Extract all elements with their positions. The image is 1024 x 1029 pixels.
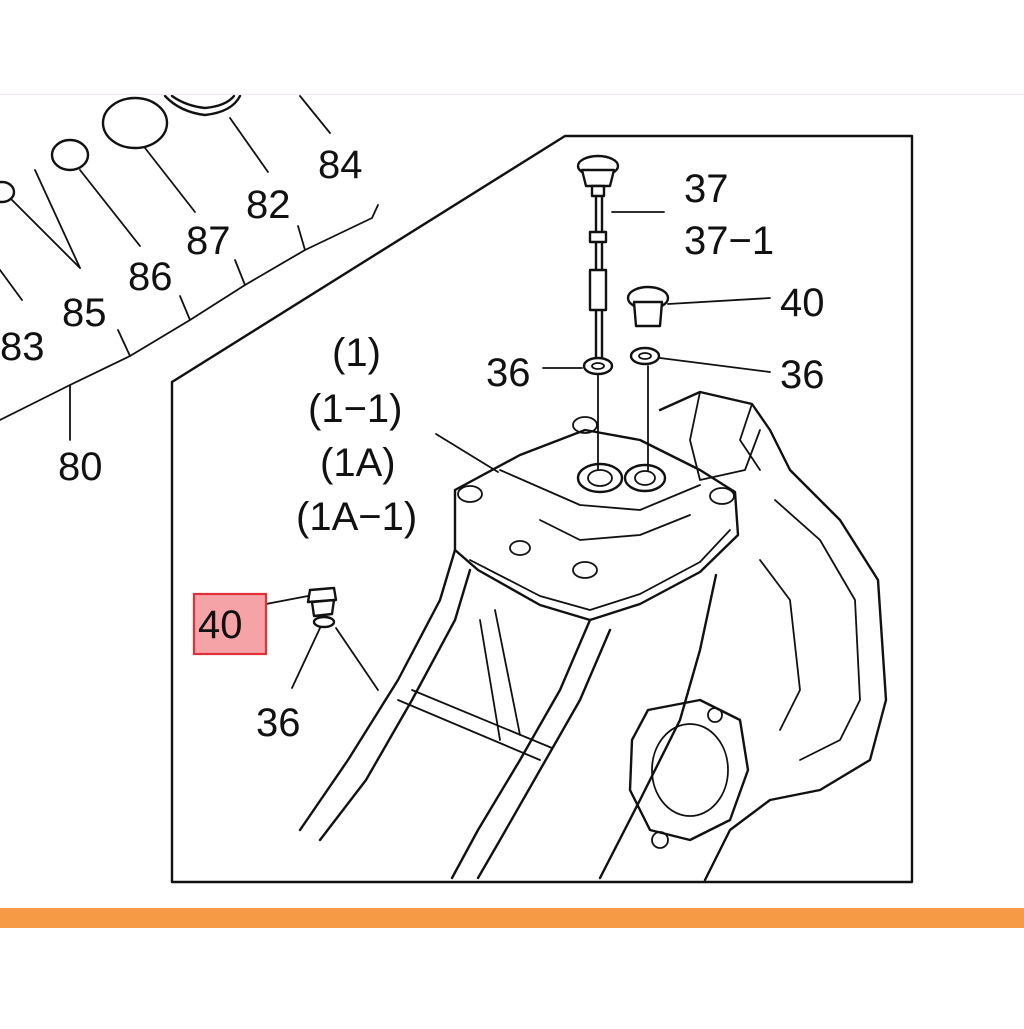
callout-36-left[interactable]: 36: [486, 351, 531, 395]
assembly-bracket: [0, 204, 379, 421]
upper-left-parts: [0, 94, 379, 441]
seal-82: [163, 94, 242, 117]
seat-left: [576, 462, 624, 494]
o-ring-87: [101, 96, 169, 150]
leader-82: [229, 117, 269, 173]
callout-80[interactable]: 80: [58, 445, 103, 489]
callout-1[interactable]: (1): [332, 331, 381, 375]
seat-right: [623, 463, 667, 493]
callout-36-right[interactable]: 36: [780, 353, 825, 397]
callout-36-bottom[interactable]: 36: [256, 701, 301, 745]
leader-87: [144, 147, 196, 213]
callout-83[interactable]: 83: [0, 325, 45, 369]
leader-83: [0, 269, 23, 301]
leader-84: [299, 95, 331, 134]
callout-86[interactable]: 86: [128, 255, 173, 299]
callout-1a-1[interactable]: (1A−1): [296, 495, 417, 539]
leader-1: [435, 433, 499, 473]
callout-37[interactable]: 37: [684, 167, 729, 211]
leg-left-outer: [298, 548, 457, 832]
leader-86: [79, 169, 141, 247]
washers-36: [542, 346, 771, 376]
o-ring-85: [0, 180, 16, 204]
flange: [628, 698, 750, 842]
cross-brace: [397, 699, 541, 761]
callout-84[interactable]: 84: [318, 143, 363, 187]
leader-85: [11, 199, 81, 269]
callout-87[interactable]: 87: [186, 219, 231, 263]
leg-center: [450, 618, 592, 880]
callout-37-1[interactable]: 37−1: [684, 219, 774, 263]
accent-bar: [0, 908, 1024, 928]
o-ring-86: [50, 138, 90, 172]
leader-40-left: [265, 595, 309, 605]
dipstick-ring: [588, 230, 608, 244]
top-cover: [453, 428, 740, 622]
flange-bore: [651, 723, 729, 817]
callout-40-top[interactable]: 40: [780, 281, 825, 325]
drain-plug-40: [265, 586, 379, 691]
leader-40-top: [667, 297, 771, 305]
dipstick-37: [576, 154, 665, 471]
drain-washer: [312, 615, 336, 629]
washer-right: [629, 346, 661, 366]
washer-left: [582, 356, 614, 376]
detail-frame: [170, 134, 914, 884]
top-divider: [0, 94, 1024, 95]
highlighted-callout-box[interactable]: [192, 592, 268, 656]
callout-labels: 84 82 87 86 85 83 80 37 37−1 40 36 36 (1…: [0, 143, 825, 745]
callout-1a[interactable]: (1A): [320, 441, 396, 485]
plug-40-top: [626, 285, 771, 471]
callout-1-1[interactable]: (1−1): [308, 387, 403, 431]
leader-36-bottom: [291, 627, 321, 689]
casing-right: [658, 390, 888, 882]
callout-40-highlighted[interactable]: 40: [198, 603, 243, 647]
callout-82[interactable]: 82: [246, 183, 291, 227]
leader-36-right: [659, 357, 771, 373]
housing-body: [298, 390, 888, 882]
callout-85[interactable]: 85: [62, 291, 107, 335]
leg-right: [598, 573, 718, 880]
